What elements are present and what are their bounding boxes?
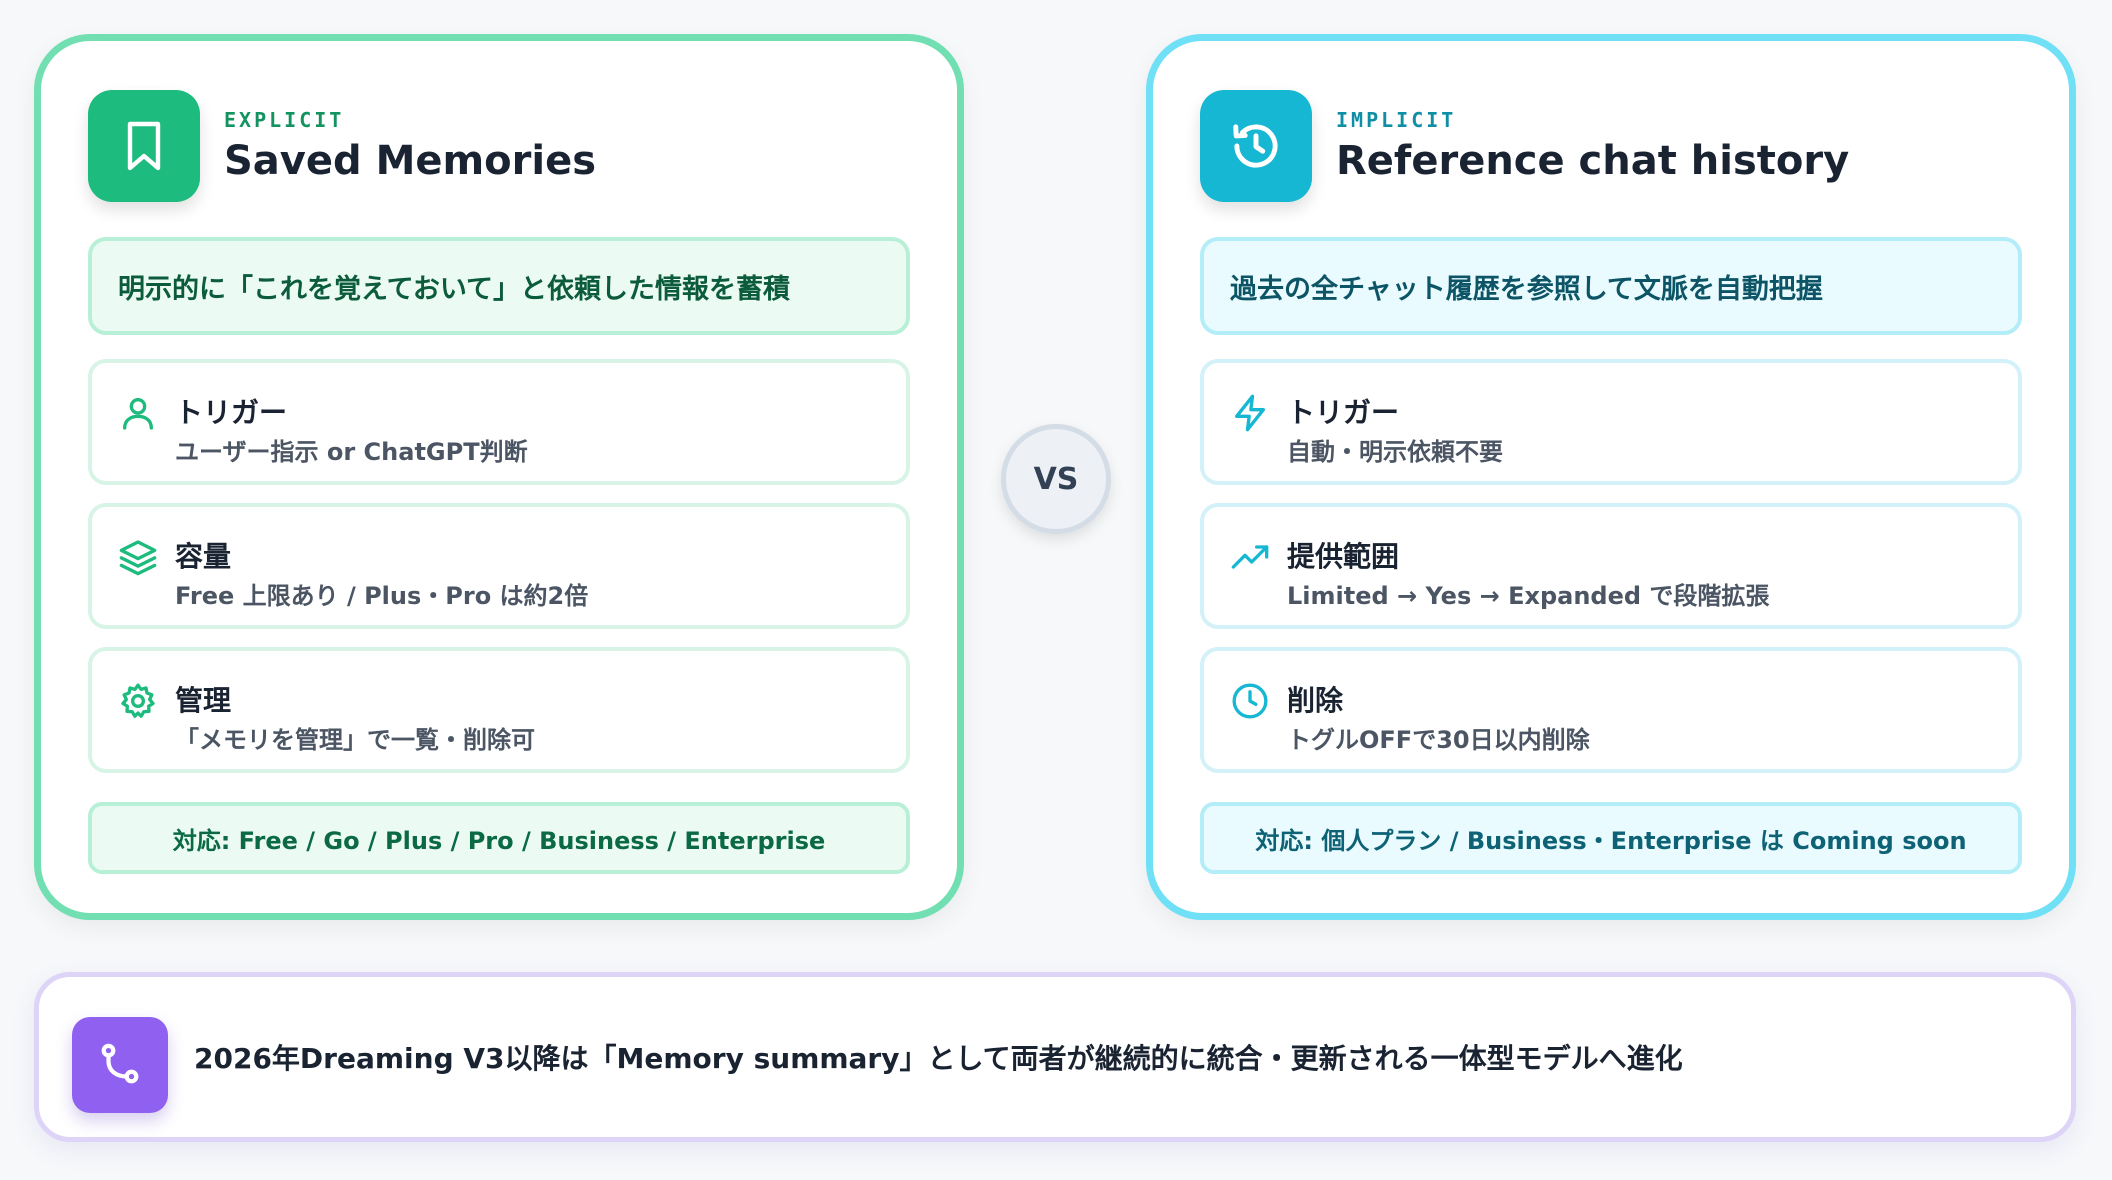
management-desc: 「メモリを管理」で一覧・削除可	[175, 726, 535, 754]
trigger-title: トリガー	[175, 396, 288, 429]
deletion-item: 削除 トグルOFFで30日以内削除	[1200, 647, 2022, 773]
reference-chat-history-support: 対応: 個人プラン / Business・Enterprise は Coming…	[1200, 802, 2022, 874]
deletion-desc: トグルOFFで30日以内削除	[1287, 726, 1590, 754]
trigger-item: トリガー ユーザー指示 or ChatGPT判断	[88, 359, 910, 485]
saved-memories-title: Saved Memories	[224, 138, 597, 184]
capacity-title: 容量	[175, 540, 232, 573]
scope-desc: Limited → Yes → Expanded で段階拡張	[1287, 582, 1770, 610]
trigger-desc: ユーザー指示 or ChatGPT判断	[175, 438, 528, 466]
saved-memories-support: 対応: Free / Go / Plus / Pro / Business / …	[88, 802, 910, 874]
bookmark-icon	[88, 90, 200, 202]
reference-chat-history-card: IMPLICIT Reference chat history 過去の全チャット…	[1146, 34, 2076, 920]
vs-badge: VS	[1001, 424, 1111, 534]
clock-icon	[1232, 683, 1268, 719]
saved-memories-summary: 明示的に「これを覚えておいて」と依頼した情報を蓄積	[88, 237, 910, 335]
reference-chat-history-title: Reference chat history	[1336, 138, 1850, 184]
history-icon	[1200, 90, 1312, 202]
auto-trigger-desc: 自動・明示依頼不要	[1287, 438, 1503, 466]
auto-trigger-item: トリガー 自動・明示依頼不要	[1200, 359, 2022, 485]
layers-icon	[119, 540, 157, 576]
reference-chat-history-summary: 過去の全チャット履歴を参照して文脈を自動把握	[1200, 237, 2022, 335]
lightning-icon	[1235, 394, 1265, 432]
gear-icon	[121, 683, 155, 718]
saved-memories-card: EXPLICIT Saved Memories 明示的に「これを覚えておいて」と…	[34, 34, 964, 920]
user-icon	[123, 398, 153, 430]
saved-memories-header: EXPLICIT Saved Memories	[88, 90, 596, 202]
capacity-item: 容量 Free 上限あり / Plus・Pro は約2倍	[88, 503, 910, 629]
deletion-title: 削除	[1287, 684, 1344, 717]
scope-item: 提供範囲 Limited → Yes → Expanded で段階拡張	[1200, 503, 2022, 629]
git-merge-icon	[72, 1017, 168, 1113]
future-note-text: 2026年Dreaming V3以降は「Memory summary」として両者…	[194, 1042, 1683, 1075]
capacity-desc: Free 上限あり / Plus・Pro は約2倍	[175, 582, 589, 610]
future-note-banner: 2026年Dreaming V3以降は「Memory summary」として両者…	[34, 972, 2076, 1142]
scope-title: 提供範囲	[1287, 540, 1400, 573]
explicit-kicker: EXPLICIT	[224, 108, 345, 132]
trending-up-icon	[1231, 545, 1269, 569]
auto-trigger-title: トリガー	[1287, 396, 1400, 429]
management-title: 管理	[175, 684, 232, 717]
implicit-kicker: IMPLICIT	[1336, 108, 1457, 132]
reference-chat-history-header: IMPLICIT Reference chat history	[1200, 90, 1849, 202]
management-item: 管理 「メモリを管理」で一覧・削除可	[88, 647, 910, 773]
